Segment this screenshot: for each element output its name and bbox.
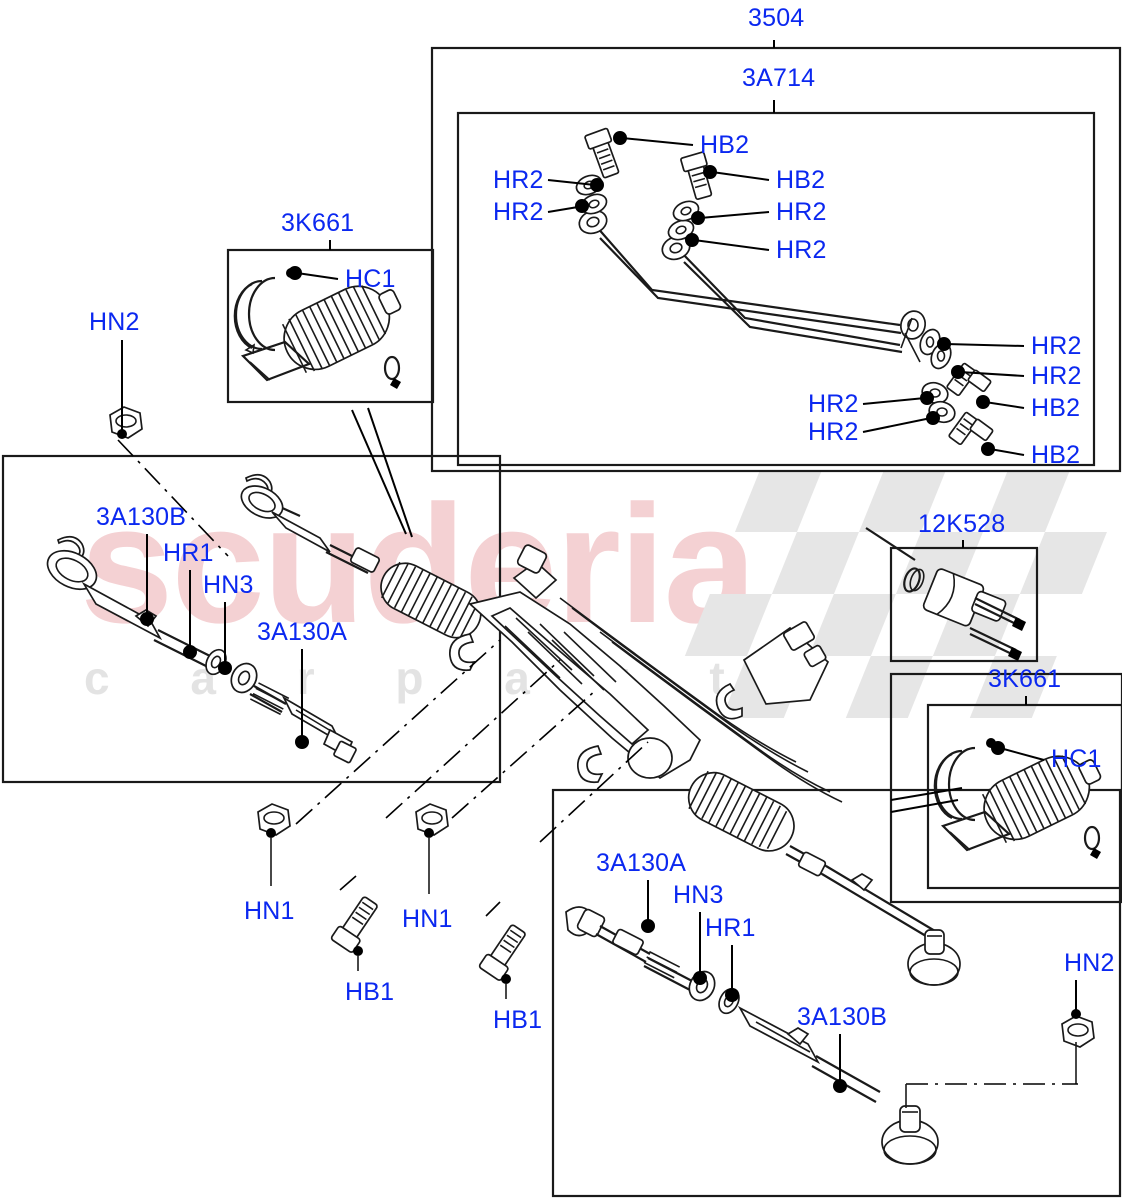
callout-3a714: 3A714 bbox=[742, 64, 816, 92]
callout-hr2-5: HR2 bbox=[1031, 332, 1082, 360]
callout-hn3-right: HN3 bbox=[673, 881, 724, 909]
callout-3a130b-right: 3A130B bbox=[797, 1003, 888, 1031]
callout-3a130b-left: 3A130B bbox=[96, 503, 187, 531]
callout-12k528: 12K528 bbox=[918, 510, 1006, 538]
callout-hb2-1: HB2 bbox=[700, 131, 750, 159]
callout-hc1-right: HC1 bbox=[1051, 745, 1102, 773]
callout-hr2-4: HR2 bbox=[776, 236, 827, 264]
callout-3a130a-left: 3A130A bbox=[257, 618, 348, 646]
callout-hb1-2: HB1 bbox=[493, 1006, 543, 1034]
callout-hr1-right: HR1 bbox=[705, 914, 756, 942]
callout-hn2-right: HN2 bbox=[1064, 949, 1115, 977]
callout-hr1-left: HR1 bbox=[163, 539, 214, 567]
callout-hn1-1: HN1 bbox=[244, 897, 295, 925]
callout-hn3-left: HN3 bbox=[203, 571, 254, 599]
leader-lines bbox=[121, 40, 1077, 1093]
callout-hn2-left: HN2 bbox=[89, 308, 140, 336]
callout-hc1-left: HC1 bbox=[345, 265, 396, 293]
callout-hb2-3: HB2 bbox=[1031, 394, 1081, 422]
callout-3k661-left: 3K661 bbox=[281, 209, 355, 237]
callout-3k661-right: 3K661 bbox=[988, 665, 1062, 693]
loose-fasteners bbox=[257, 639, 649, 999]
callout-3504: 3504 bbox=[748, 4, 805, 32]
callout-hr2-3: HR2 bbox=[776, 198, 827, 226]
callout-hn1-2: HN1 bbox=[402, 905, 453, 933]
callout-hb1-1: HB1 bbox=[345, 978, 395, 1006]
callout-hr2-2: HR2 bbox=[493, 198, 544, 226]
right-tie-rod-assembly bbox=[565, 865, 1095, 1165]
left-tie-rod-assembly bbox=[46, 406, 357, 764]
drag-link-assembly bbox=[575, 127, 994, 446]
callout-hr2-6: HR2 bbox=[1031, 362, 1082, 390]
callout-hb2-2: HB2 bbox=[776, 166, 826, 194]
steering-gear-rack bbox=[240, 473, 843, 877]
bellows-kit-right bbox=[933, 738, 1102, 859]
callout-hb2-4: HB2 bbox=[1031, 441, 1081, 469]
callout-hr2-8: HR2 bbox=[808, 418, 859, 446]
motor-kit bbox=[865, 527, 1026, 661]
callout-hr2-1: HR2 bbox=[493, 166, 544, 194]
callout-hr2-7: HR2 bbox=[808, 390, 859, 418]
callout-3a130a-right: 3A130A bbox=[596, 849, 687, 877]
